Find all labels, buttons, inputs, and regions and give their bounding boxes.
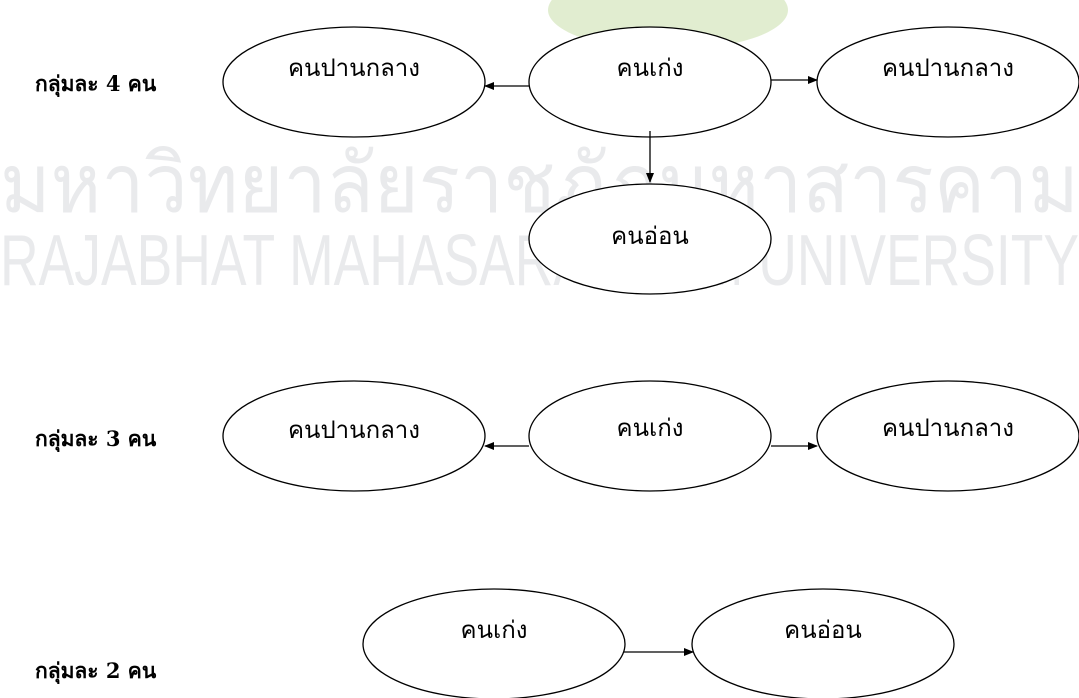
group-two: กลุ่มละ 2 คน คนเก่ง คนอ่อน — [35, 588, 955, 698]
group-four: กลุ่มละ 4 คน คนปานกลาง คนเก่ง คนปานกลาง … — [35, 26, 1079, 295]
node-medium-right-label: คนปานกลาง — [882, 54, 1014, 82]
node-low-right — [691, 588, 955, 698]
node-high-left-label: คนเก่ง — [461, 616, 528, 644]
node-high-center-label: คนเก่ง — [617, 54, 684, 82]
group-label-three: กลุ่มละ 3 คน — [35, 426, 157, 453]
node-high-center — [528, 26, 772, 138]
group-label-four: กลุ่มละ 4 คน — [35, 71, 157, 98]
node-low-bottom-label: คนอ่อน — [611, 222, 689, 250]
node-medium-left — [222, 26, 486, 138]
node-medium-left-label: คนปานกลาง — [288, 54, 420, 82]
node-medium-right-label: คนปานกลาง — [882, 414, 1014, 442]
node-high-center-label: คนเก่ง — [617, 414, 684, 442]
node-medium-left-label: คนปานกลาง — [288, 416, 420, 444]
group-label-two: กลุ่มละ 2 คน — [35, 658, 157, 685]
node-high-center — [528, 380, 772, 492]
group-three: กลุ่มละ 3 คน คนปานกลาง คนเก่ง คนปานกลาง — [35, 380, 1079, 492]
node-medium-right — [816, 380, 1079, 492]
node-low-bottom — [528, 183, 772, 295]
node-medium-right — [816, 26, 1079, 138]
node-high-left — [362, 588, 626, 698]
node-medium-left — [222, 380, 486, 492]
node-low-right-label: คนอ่อน — [784, 616, 862, 644]
